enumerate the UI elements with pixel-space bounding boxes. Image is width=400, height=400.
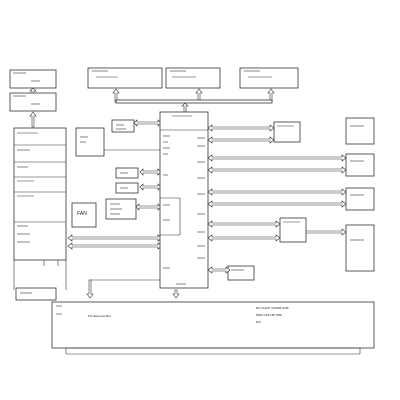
memory-box-top-1 [87, 67, 163, 89]
connector-box-3 [345, 187, 375, 211]
component-box-3 [115, 167, 139, 179]
mid-right-box-2 [279, 217, 307, 243]
component-box-4 [115, 182, 139, 194]
pci-express-bus: PCI-Express Bus [51, 279, 375, 355]
mid-right-box-3 [227, 265, 255, 281]
left-column [13, 127, 67, 261]
connector-box-1 [345, 117, 375, 145]
component-box-2 [111, 119, 135, 133]
memory-bus-arrows [112, 88, 275, 113]
connector-arrow [207, 266, 231, 274]
fan-block: FAN [71, 198, 137, 228]
board-title-line-3: DVI [256, 320, 261, 324]
left-box-2 [9, 92, 57, 112]
connector-box-4 [345, 224, 375, 272]
mid-right-box-1 [273, 121, 301, 143]
component-box-1 [75, 127, 105, 157]
pci-express-bus-label: PCI-Express Bus [88, 314, 111, 318]
left-box-1 [9, 69, 57, 89]
connector-box-2 [345, 153, 375, 177]
bottom-left-box [15, 287, 57, 301]
board-title: RH TAHITI GDDR5 3GB 5966/2 mDP mDP HDMI … [256, 306, 289, 324]
fan-label: FAN [77, 211, 87, 217]
board-title-line-2: 5966/2 mDP mDP HDMI [256, 314, 282, 317]
memory-box-top-3 [239, 67, 299, 89]
left-column-connectors [13, 260, 67, 290]
board-title-line-1: RH TAHITI GDDR5 3GB [256, 306, 289, 310]
gpu-chip [159, 111, 209, 289]
left-box-arrows [29, 87, 37, 128]
memory-box-top-2 [165, 67, 221, 89]
